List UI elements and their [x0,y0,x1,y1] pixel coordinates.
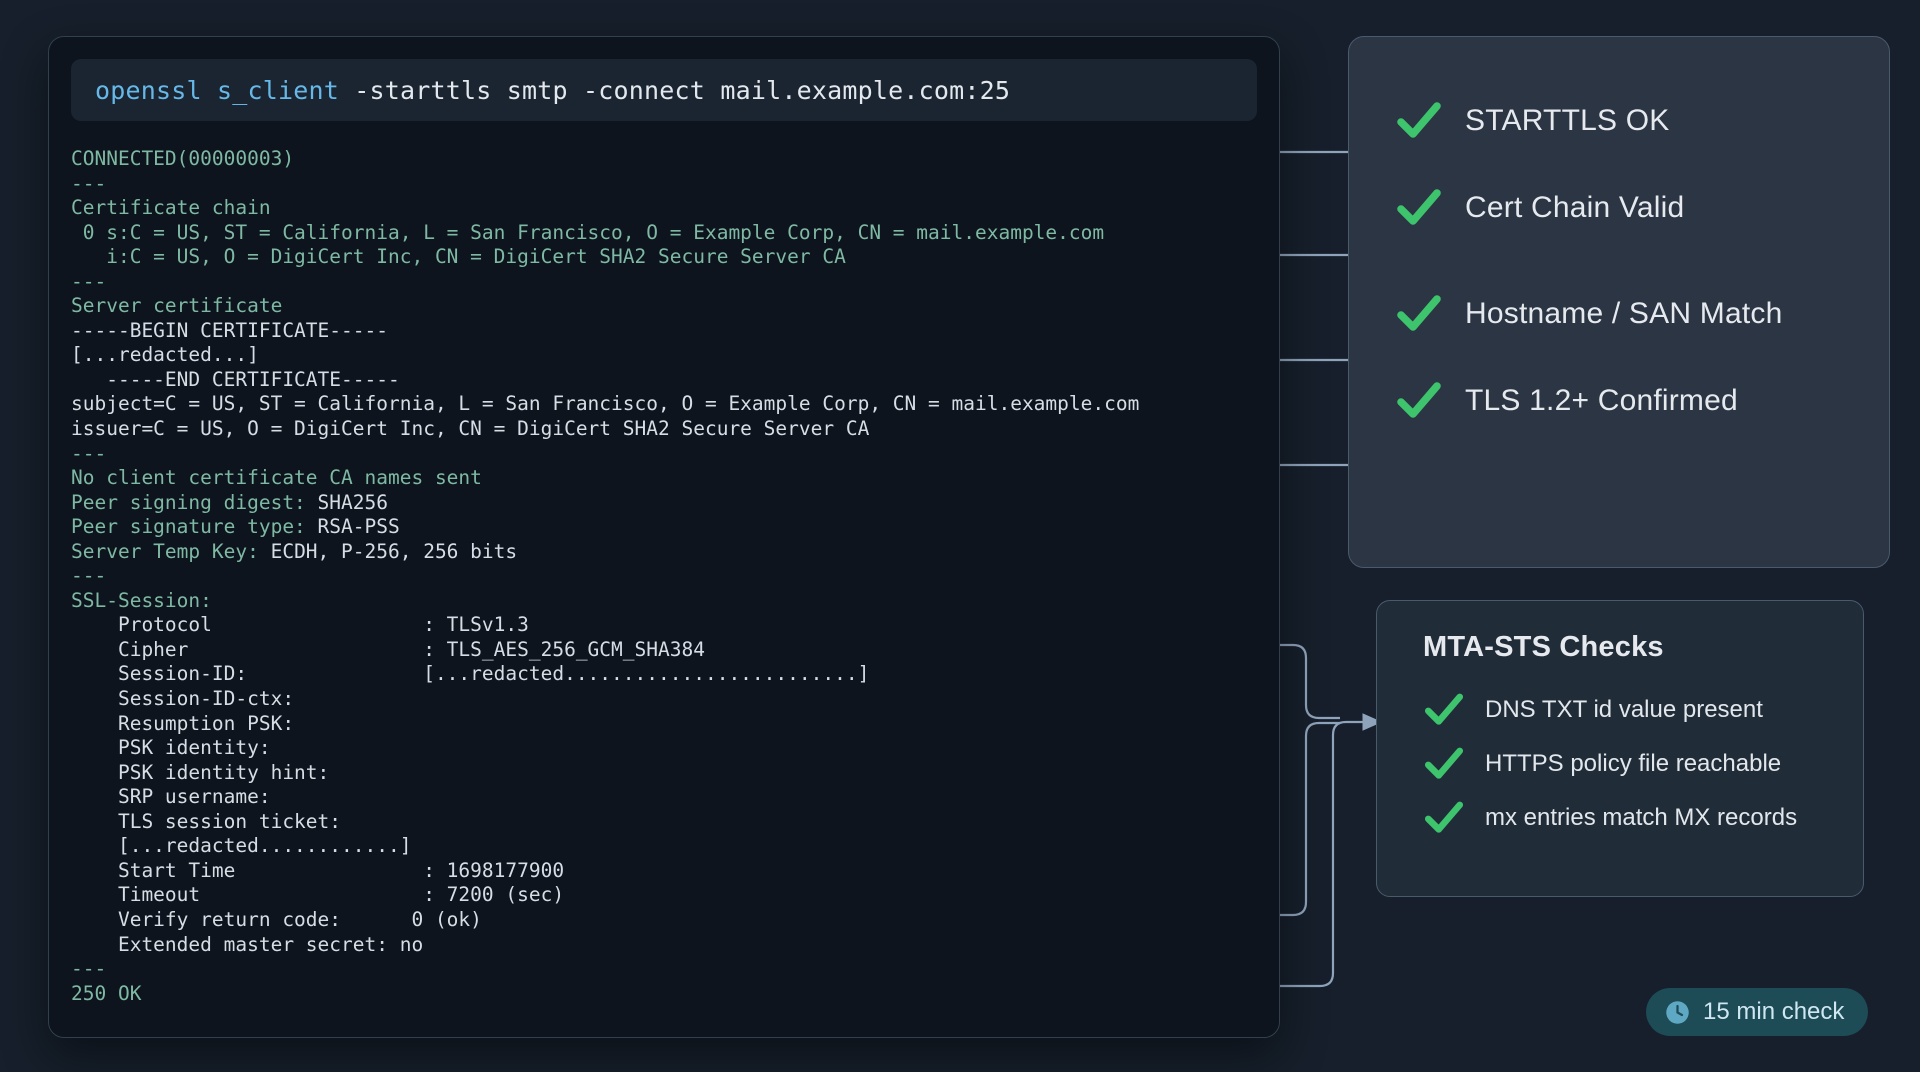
status-check-label: Cert Chain Valid [1465,191,1685,224]
check-icon [1397,295,1441,331]
terminal-line: Resumption PSK: [71,711,295,735]
terminal-line: Peer signature type: RSA-PSS [71,515,400,539]
terminal-line: PSK identity hint: [71,760,330,784]
mta-check-label: HTTPS policy file reachable [1485,750,1782,777]
terminal-line: --- [71,957,107,981]
terminal-line: -----END CERTIFICATE----- [71,367,400,391]
check-icon [1395,290,1443,338]
command-text: openssl s_client -starttls smtp -connect… [95,76,1010,105]
check-icon [1423,689,1465,731]
terminal-line: PSK identity: [71,736,271,760]
command-rest: -starttls smtp -connect mail.example.com… [339,75,1011,105]
interval-badge[interactable]: 15 min check [1646,988,1869,1036]
status-check-item[interactable]: TLS 1.2+ Confirmed [1395,377,1738,425]
terminal-line: TLS session ticket: [71,809,342,833]
terminal-line: Protocol : TLSv1.3 [71,613,529,637]
interval-badge-label: 15 min check [1703,998,1845,1025]
terminal-line: No client certificate CA names sent [71,466,482,490]
check-icon [1424,693,1464,725]
check-icon [1395,377,1443,425]
terminal-line: Verify return code: 0 (ok) [71,907,482,931]
terminal-line: Timeout : 7200 (sec) [71,883,565,907]
terminal-line: --- [71,441,107,465]
check-icon [1397,102,1441,138]
terminal-line: 250 OK [71,981,142,1005]
terminal-line: Certificate chain [71,196,271,220]
terminal-line: SRP username: [71,785,271,809]
status-check-label: STARTTLS OK [1465,104,1670,137]
clock-icon [1666,1000,1689,1024]
mta-check-item[interactable]: HTTPS policy file reachable [1423,743,1781,785]
terminal-line: i:C = US, O = DigiCert Inc, CN = DigiCer… [71,245,846,269]
check-icon [1395,97,1443,145]
terminal-line: [...redacted...] [71,343,259,367]
check-icon [1395,184,1443,232]
terminal-line: Server certificate [71,294,283,318]
terminal-line: subject=C = US, ST = California, L = San… [71,392,1140,416]
status-check-label: Hostname / SAN Match [1465,297,1783,330]
check-icon [1423,743,1465,785]
terminal-line: [...redacted............] [71,834,412,858]
terminal-line: CONNECTED(00000003) [71,147,295,170]
status-check-label: TLS 1.2+ Confirmed [1465,384,1738,417]
terminal-output: CONNECTED(00000003)---Certificate chain … [71,147,1265,1023]
terminal-line: 0 s:C = US, ST = California, L = San Fra… [71,220,1105,244]
terminal-line: SSL-Session: [71,588,212,612]
terminal-window: openssl s_client -starttls smtp -connect… [48,36,1280,1038]
terminal-line: Session-ID-ctx: [71,687,295,711]
mta-check-label: mx entries match MX records [1485,804,1798,831]
terminal-line: Cipher : TLS_AES_256_GCM_SHA384 [71,637,705,661]
check-icon [1424,801,1464,833]
status-check-item[interactable]: Cert Chain Valid [1395,184,1684,232]
terminal-line: --- [71,564,107,588]
mta-check-item[interactable]: DNS TXT id value present [1423,689,1763,731]
check-icon [1397,189,1441,225]
terminal-line: Session-ID: [...redacted................… [71,662,870,686]
terminal-line: Peer signing digest: SHA256 [71,490,388,514]
status-check-item[interactable]: Hostname / SAN Match [1395,290,1782,338]
terminal-line: --- [71,269,107,293]
mta-check-item[interactable]: mx entries match MX records [1423,797,1797,839]
status-check-item[interactable]: STARTTLS OK [1395,97,1669,145]
terminal-line: issuer=C = US, O = DigiCert Inc, CN = Di… [71,417,870,441]
terminal-line: Server Temp Key: ECDH, P-256, 256 bits [71,539,518,563]
check-icon [1424,747,1464,779]
command-prefix: openssl s_client [95,75,340,105]
terminal-line: Extended master secret: no [71,932,424,956]
check-icon [1397,382,1441,418]
terminal-line: Start Time : 1698177900 [71,858,565,882]
command-bar[interactable]: openssl s_client -starttls smtp -connect… [71,59,1257,121]
mta-panel-title: MTA-STS Checks [1423,631,1664,663]
mta-check-label: DNS TXT id value present [1485,696,1763,723]
check-icon [1423,797,1465,839]
terminal-line: --- [71,171,107,195]
terminal-line: -----BEGIN CERTIFICATE----- [71,318,388,342]
